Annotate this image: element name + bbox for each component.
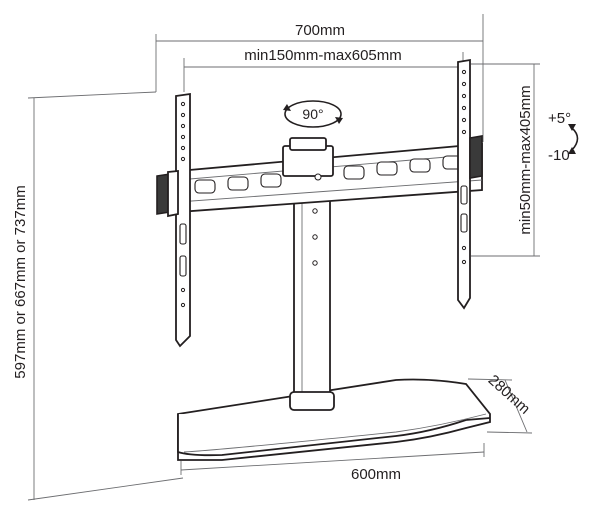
support-pole <box>289 193 335 411</box>
dimension-lines <box>27 14 540 501</box>
mounting-bracket <box>177 137 483 213</box>
tilt-down-label: -10° <box>548 147 576 164</box>
vesa-vertical-label: min50mm-max405mm <box>517 85 534 234</box>
vesa-horizontal-label: min150mm-max605mm <box>244 47 402 64</box>
right-mounting-arm <box>457 58 483 310</box>
height-options-label: 597mm or 667mm or 737mm <box>12 185 29 378</box>
swivel-rotation-icon <box>283 100 343 128</box>
base-width-label: 600mm <box>351 466 401 483</box>
tilt-up-label: +5° <box>548 110 571 127</box>
swivel-angle-label: 90° <box>302 106 323 122</box>
stand-base <box>177 378 491 461</box>
left-mounting-arm <box>156 92 191 348</box>
tilt-arrows-icon <box>568 124 579 154</box>
overall-width-label: 700mm <box>295 22 345 39</box>
base-depth-label: 280mm <box>485 372 534 418</box>
